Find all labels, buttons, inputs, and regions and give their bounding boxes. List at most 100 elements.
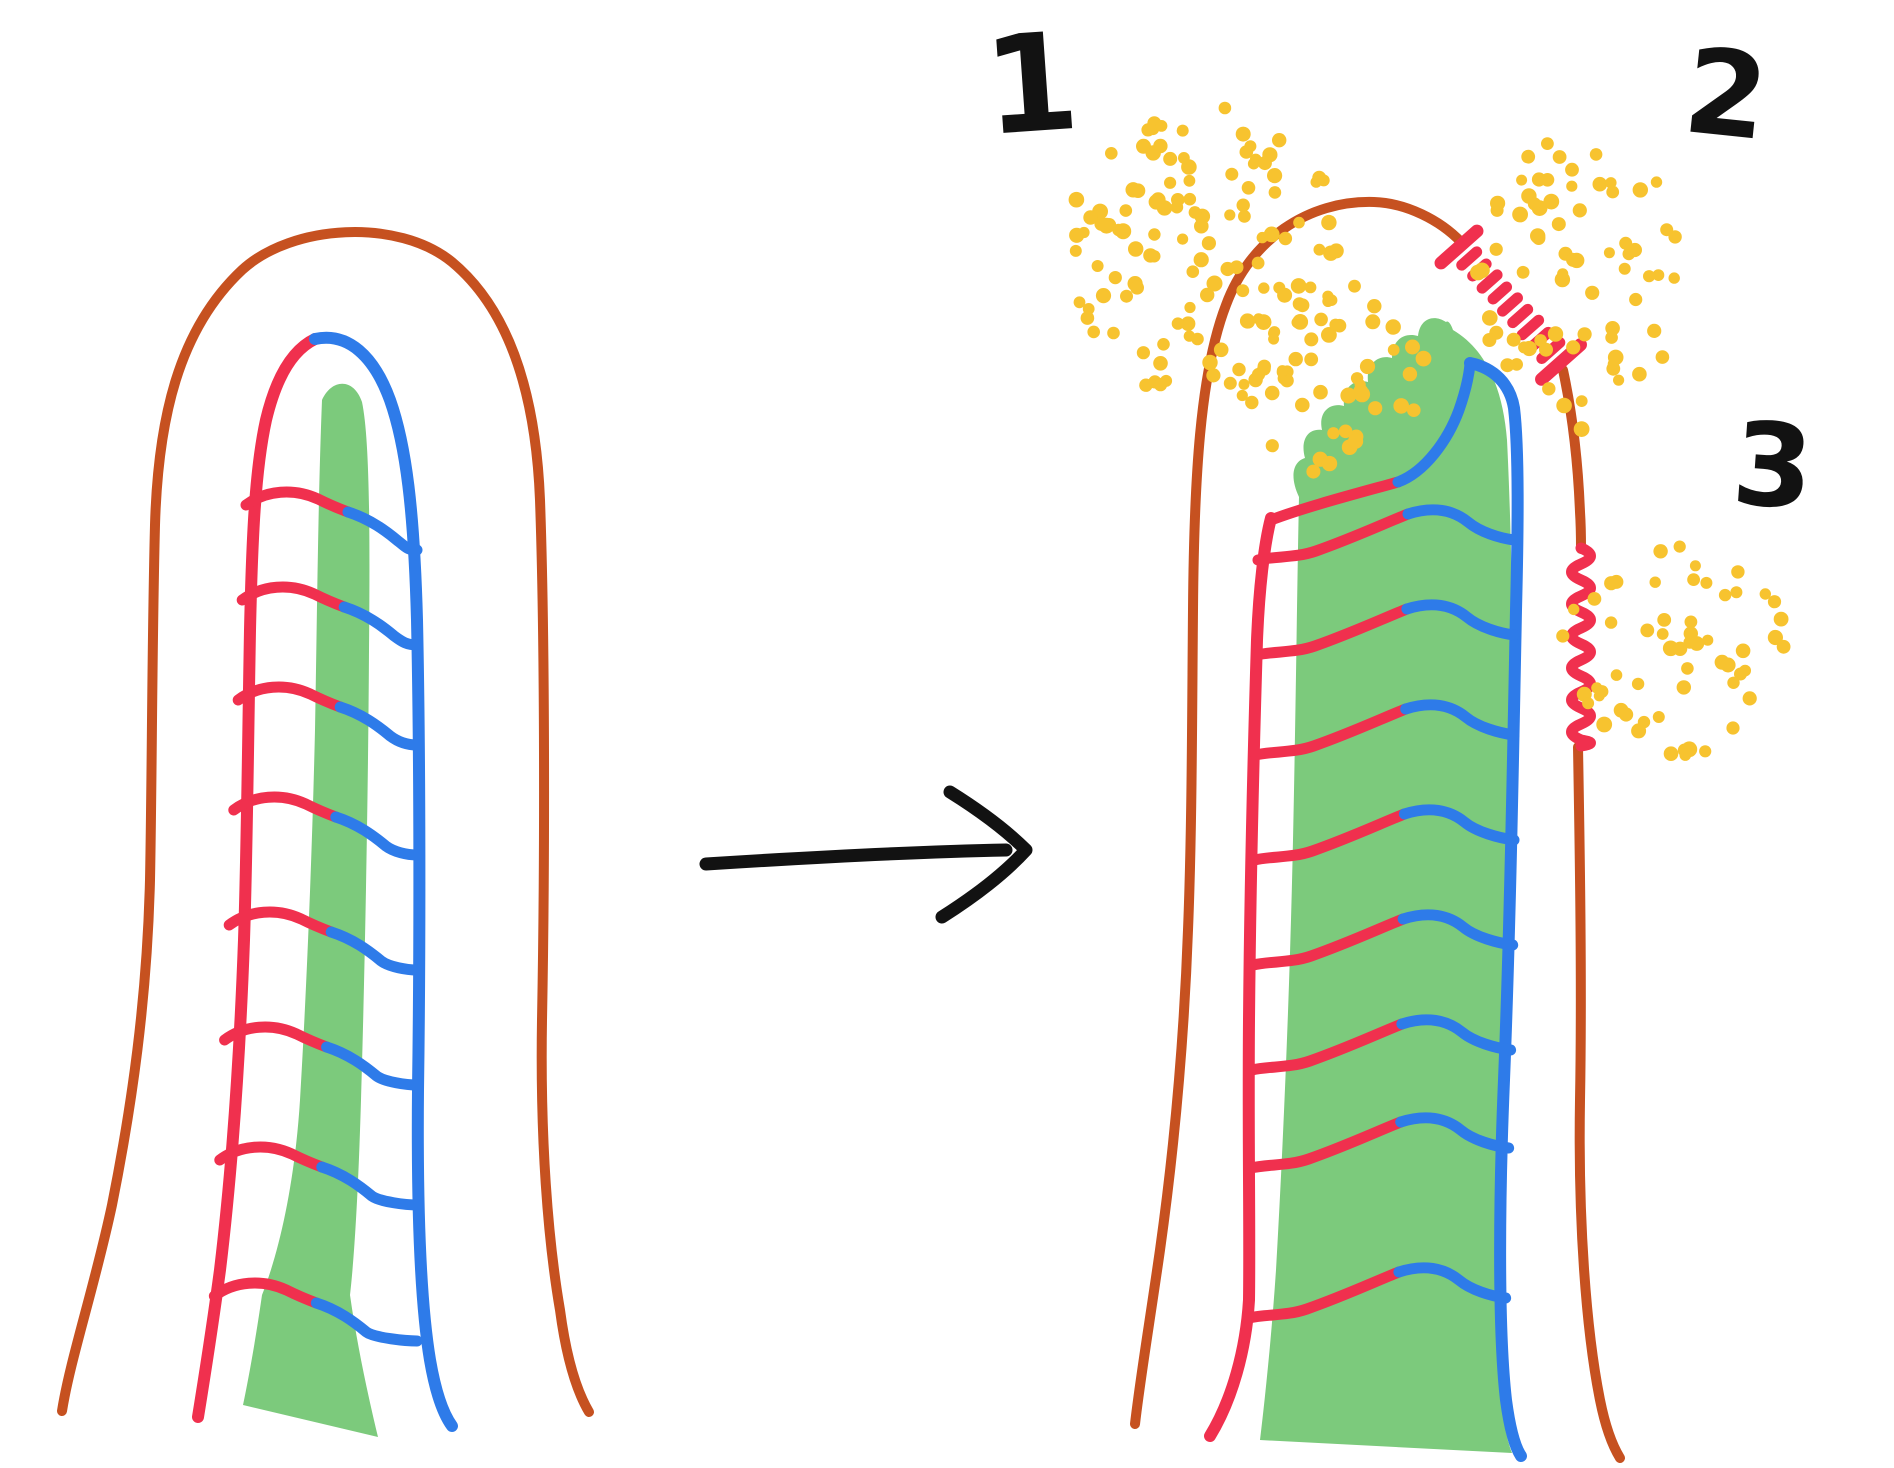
particle-dot xyxy=(1242,316,1255,329)
particle-dot xyxy=(1245,395,1259,410)
arrow-head xyxy=(935,785,1033,924)
particle-dot xyxy=(1178,152,1190,164)
injured-villus xyxy=(1068,101,1791,1463)
particle-dot xyxy=(1105,147,1118,160)
particle-dot xyxy=(1365,314,1381,330)
particle-dot xyxy=(1257,156,1272,171)
particle-dot xyxy=(1312,170,1327,185)
particle-dot xyxy=(1510,358,1523,371)
particle-dot xyxy=(1095,288,1112,304)
particle-dot xyxy=(1367,299,1382,314)
particle-dot xyxy=(1668,272,1680,284)
particle-dot xyxy=(1348,433,1364,449)
particle-dot xyxy=(1083,210,1098,225)
particle-dot xyxy=(1171,317,1185,330)
particle-dot xyxy=(1632,182,1649,198)
particle-dot xyxy=(1730,586,1743,599)
particle-dot xyxy=(1148,228,1161,241)
particle-dot xyxy=(1656,628,1669,640)
zipper-dash xyxy=(1507,303,1534,329)
zipper-dash xyxy=(1487,281,1513,305)
particle-dot xyxy=(1587,592,1602,606)
particle-dot xyxy=(1596,716,1613,733)
particle-dot xyxy=(1091,260,1104,272)
zipper-dash xyxy=(1497,292,1523,317)
particle-dot xyxy=(1649,576,1661,588)
particle-dot xyxy=(1338,424,1353,439)
particle-dot xyxy=(1224,209,1236,221)
arrow-shaft xyxy=(699,843,1013,871)
particle-dot xyxy=(1767,629,1783,646)
capillary-rung-red xyxy=(232,681,346,713)
particle-dot xyxy=(1676,680,1692,695)
particle-dot xyxy=(1163,151,1178,166)
particle-dot xyxy=(1532,231,1546,245)
particle-dot xyxy=(1130,280,1144,295)
particle-dot xyxy=(1119,204,1133,217)
particle-dot xyxy=(1566,340,1581,355)
particle-dot xyxy=(1506,332,1521,347)
particle-dot xyxy=(1556,397,1572,414)
capillary-rung-red xyxy=(1246,1018,1408,1076)
particle-dot xyxy=(1183,192,1197,206)
particle-dot xyxy=(1155,120,1168,132)
capillary-rung-blue xyxy=(1396,1014,1517,1056)
particle-dot xyxy=(1643,270,1656,283)
particle-dot xyxy=(1552,150,1567,164)
capillary-rung-red xyxy=(223,906,337,938)
particle-dot xyxy=(1098,217,1115,234)
particle-dot xyxy=(1267,168,1283,184)
particle-dot xyxy=(1328,243,1344,259)
site-2-cloud xyxy=(1470,137,1682,437)
capillary-rung-red xyxy=(228,791,342,823)
particle-dot xyxy=(1359,358,1376,375)
particle-dot xyxy=(1393,398,1409,414)
site-3-cloud xyxy=(1556,540,1791,761)
particle-dot xyxy=(1130,183,1146,198)
particle-dot xyxy=(1677,743,1692,758)
particle-dot xyxy=(1295,397,1310,413)
leaked-particles xyxy=(1068,101,1791,761)
particle-dot xyxy=(1565,162,1579,177)
capillary-rung-blue xyxy=(338,601,423,651)
particle-dot xyxy=(1650,176,1663,188)
particle-dot xyxy=(1313,384,1328,400)
particle-dot xyxy=(1191,332,1204,346)
particle-dot xyxy=(1225,167,1239,181)
particle-dot xyxy=(1153,356,1168,371)
particle-dot xyxy=(1663,746,1679,761)
particle-dot xyxy=(1171,193,1185,207)
particle-dot xyxy=(1150,192,1166,208)
particle-dot xyxy=(1277,287,1293,303)
epithelium-outline xyxy=(57,227,594,1417)
particle-dot xyxy=(1607,349,1624,366)
particle-dot xyxy=(1236,284,1250,298)
particle-dot xyxy=(1516,174,1528,186)
capillary-rung-red xyxy=(1251,603,1413,661)
particle-dot xyxy=(1255,314,1272,330)
particle-dot xyxy=(1541,137,1554,151)
particle-dot xyxy=(1139,378,1153,392)
particle-dot xyxy=(1652,711,1665,723)
capillary-rung-red xyxy=(208,1277,322,1309)
particle-dot xyxy=(1153,377,1168,392)
particle-dot xyxy=(1290,278,1307,294)
particle-dot xyxy=(1681,662,1694,675)
particle-dot xyxy=(1727,676,1740,689)
particle-dot xyxy=(1354,386,1371,403)
particle-dot xyxy=(1087,325,1100,339)
site-1-label: 1 xyxy=(979,3,1084,166)
particle-dot xyxy=(1251,256,1265,270)
particle-dot xyxy=(1673,540,1686,553)
particle-dot xyxy=(1482,310,1498,326)
particle-dot xyxy=(1767,595,1782,609)
particle-dot xyxy=(1700,576,1713,589)
particle-dot xyxy=(1136,346,1150,360)
particle-dot xyxy=(1542,382,1556,396)
particle-dot xyxy=(1618,262,1631,275)
capillary-rung-red xyxy=(240,486,354,518)
particle-dot xyxy=(1321,455,1338,472)
capillary-rungs xyxy=(208,486,423,1347)
particle-dot xyxy=(1387,344,1400,356)
particle-dot xyxy=(1251,367,1266,382)
